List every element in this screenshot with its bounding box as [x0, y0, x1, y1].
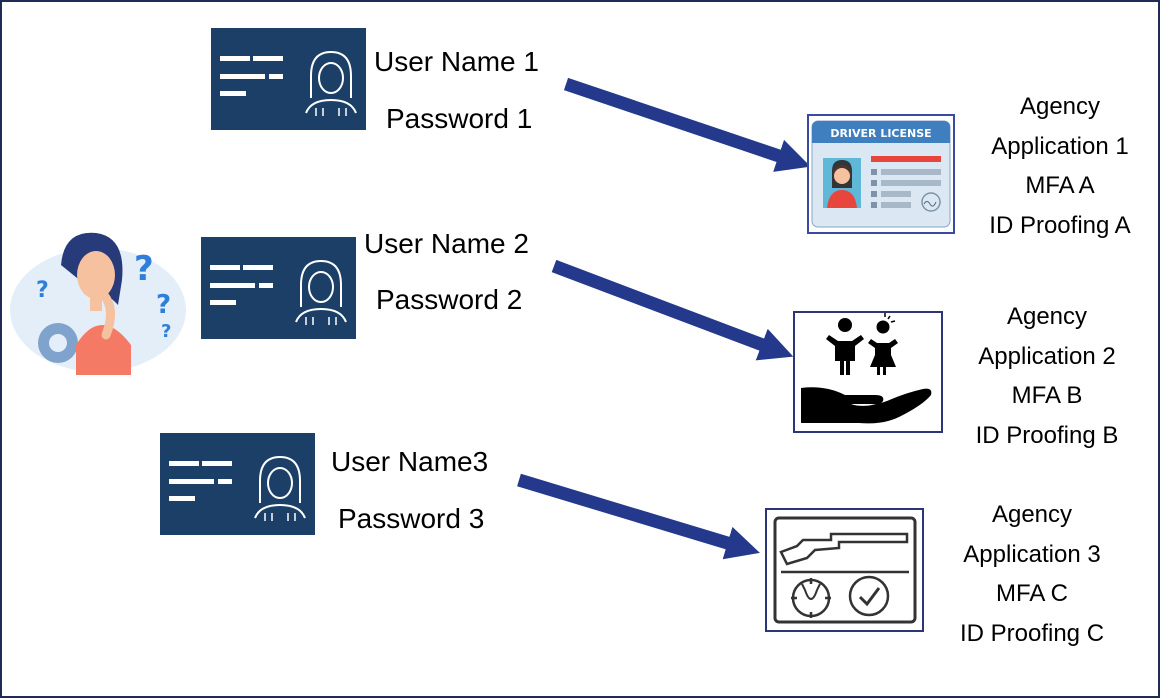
- user-id-card-icon: [201, 237, 356, 339]
- agency-mfa: MFA B: [1011, 382, 1083, 409]
- license-card-title: DRIVER LICENSE: [830, 127, 931, 140]
- agency-name: Agency: [991, 501, 1073, 528]
- username-label: User Name3: [331, 446, 489, 477]
- password-label: Password 2: [376, 284, 523, 315]
- agency-id-proofing: ID Proofing C: [959, 619, 1105, 647]
- agency-name: Agency: [1006, 303, 1088, 330]
- arrow-to-agency-2: [551, 259, 794, 361]
- svg-text:?: ?: [36, 278, 49, 303]
- svg-text:?: ?: [156, 290, 171, 320]
- arrow-to-agency-1: [563, 77, 811, 172]
- arrow-to-agency-3: [517, 473, 760, 560]
- username-label: User Name 1: [374, 46, 539, 77]
- password-label: Password 3: [338, 503, 485, 534]
- agency-1-label: Agency Application 1 MFA A ID Proofing A: [960, 87, 1160, 245]
- agency-2-label: Agency Application 2 MFA B ID Proofing B: [947, 297, 1147, 455]
- agency-application: Application 3: [963, 540, 1101, 568]
- agency-3-label: Agency Application 3 MFA C ID Proofing C: [932, 495, 1132, 653]
- agency-mfa: MFA A: [1025, 172, 1095, 199]
- hunting-license-icon: [773, 516, 917, 624]
- driver-license-icon: DRIVER LICENSE: [811, 120, 951, 228]
- svg-text:?: ?: [161, 321, 171, 342]
- password-label: Password 1: [386, 103, 533, 134]
- agency-app-box: DRIVER LICENSE: [807, 114, 955, 234]
- agency-app-box: [793, 311, 943, 433]
- username-label: User Name 2: [364, 228, 529, 259]
- child-services-hand-icon: [801, 313, 932, 424]
- agency-application: Application 1: [991, 132, 1129, 160]
- agency-app-box: [765, 508, 924, 632]
- confused-person-icon: ? ? ? ?: [10, 232, 186, 375]
- agency-application: Application 2: [978, 342, 1116, 370]
- agency-name: Agency: [1019, 93, 1101, 120]
- agency-id-proofing: ID Proofing A: [989, 211, 1131, 239]
- agency-mfa: MFA C: [995, 580, 1068, 607]
- agency-id-proofing: ID Proofing B: [975, 421, 1119, 449]
- user-id-card-icon: [211, 28, 366, 130]
- svg-text:?: ?: [134, 249, 154, 289]
- user-id-card-icon: [160, 433, 315, 535]
